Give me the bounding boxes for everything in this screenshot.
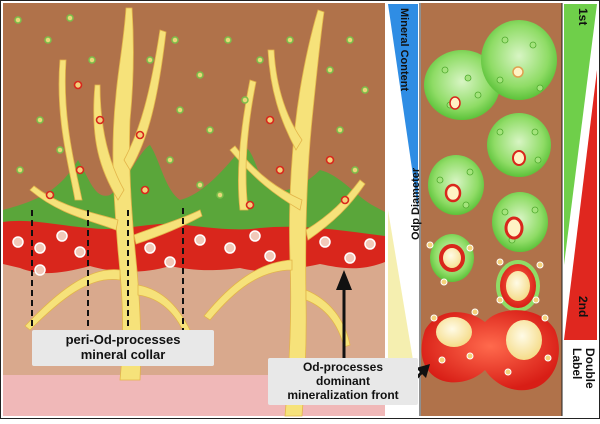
odp-diameter-bar xyxy=(388,210,418,390)
matrix-label-dots xyxy=(14,14,369,210)
front-label-cells xyxy=(12,230,376,276)
red-cells xyxy=(421,260,559,391)
odp-diameter-label: Odp Diameter xyxy=(410,167,422,240)
od-process-tree-left xyxy=(24,7,203,381)
front-arrow xyxy=(336,270,352,360)
red-cell-dots xyxy=(426,241,552,376)
green-cell-dots xyxy=(436,36,544,244)
first-label-text: 1st xyxy=(576,8,590,26)
gradient-bar-column xyxy=(386,3,421,416)
mineral-content-bar xyxy=(388,4,418,210)
cell-panel xyxy=(408,3,597,416)
second-label-wedge xyxy=(564,70,597,340)
first-label-wedge xyxy=(564,4,597,265)
mineral-content-label: Mineral Content xyxy=(398,8,410,92)
front-callout: Od-processes dominant mineralization fro… xyxy=(268,358,418,406)
second-label-text: 2nd xyxy=(576,296,590,318)
double-label-text: Double Label xyxy=(569,348,597,389)
green-cell-cores xyxy=(439,66,526,272)
collar-dashed-lines xyxy=(31,208,184,330)
collar-callout: peri-Od-processes mineral collar xyxy=(32,330,214,366)
